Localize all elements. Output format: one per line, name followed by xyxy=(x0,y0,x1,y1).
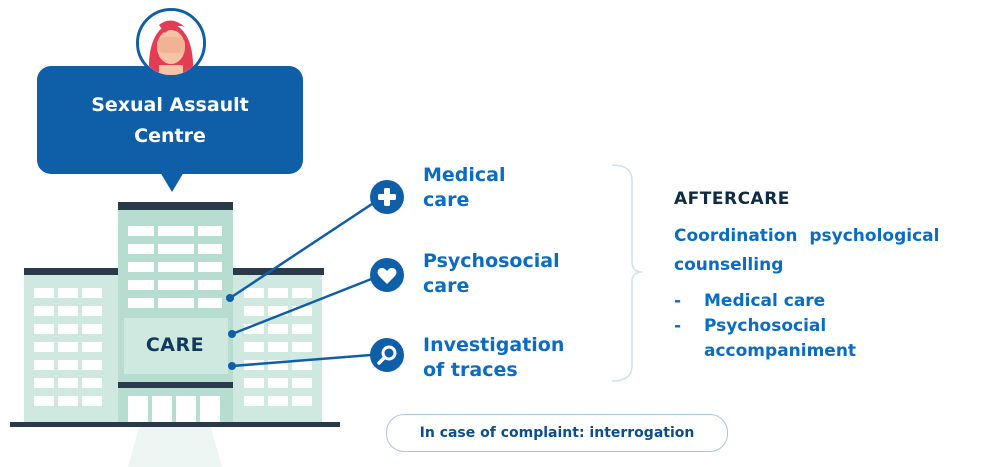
connector-dots xyxy=(226,294,236,370)
service-label: of traces xyxy=(423,359,518,381)
aftercare-title: AFTERCARE xyxy=(674,189,790,209)
building-pathway xyxy=(128,424,222,467)
bubble-tail xyxy=(160,172,184,192)
entrance-canopy xyxy=(118,382,233,388)
bullet-dash: - xyxy=(674,316,682,336)
service-label: care xyxy=(423,275,470,297)
service-label: care xyxy=(423,189,470,211)
list-item-label: Medical care xyxy=(704,291,826,311)
list-item: - Medical care xyxy=(674,289,856,314)
aftercare-list: - Medical care - Psychosocial accompanim… xyxy=(674,289,856,364)
aftercare-subtitle-line2: counselling xyxy=(674,255,784,275)
service-psychosocial-care: Psychosocial care xyxy=(423,249,560,299)
service-label: Psychosocial xyxy=(423,250,560,272)
aftercare-subtitle: Coordination psychological counselling xyxy=(674,222,939,280)
care-sign xyxy=(124,318,228,374)
complaint-note: In case of complaint: interrogation xyxy=(386,414,728,452)
bullet-dash: - xyxy=(674,291,682,311)
centre-speech-bubble xyxy=(37,66,303,174)
centre-title-line1: Sexual Assault xyxy=(91,94,249,116)
care-label: CARE xyxy=(145,334,205,356)
connector-lines xyxy=(229,194,385,368)
crying-woman-icon xyxy=(136,8,206,78)
service-medical-care: Medical care xyxy=(423,163,506,213)
service-investigation-of-traces: Investigation of traces xyxy=(423,333,564,383)
service-label: Investigation xyxy=(423,334,565,356)
centre-title-line2: Centre xyxy=(134,125,206,147)
heart-icon xyxy=(370,258,404,292)
left-wing-roof xyxy=(24,268,120,275)
aftercare-subtitle-line1: Coordination psychological xyxy=(674,226,940,246)
left-wing-windows xyxy=(34,288,102,406)
centre-title: Sexual Assault Centre xyxy=(37,90,303,152)
entrance-doors xyxy=(128,396,220,424)
list-item-label: Psychosocial xyxy=(704,316,827,336)
magnifier-icon xyxy=(370,338,404,372)
right-wing-roof xyxy=(232,268,324,275)
service-label: Medical xyxy=(423,164,506,186)
list-item-label: accompaniment xyxy=(704,341,857,361)
list-item: - Psychosocial accompaniment xyxy=(674,314,856,364)
plus-icon xyxy=(370,180,404,214)
center-tower xyxy=(118,204,233,424)
ground-line xyxy=(10,422,340,427)
aftercare-bracket xyxy=(611,164,643,382)
center-tower-windows xyxy=(128,226,222,308)
center-tower-roof xyxy=(118,202,233,210)
